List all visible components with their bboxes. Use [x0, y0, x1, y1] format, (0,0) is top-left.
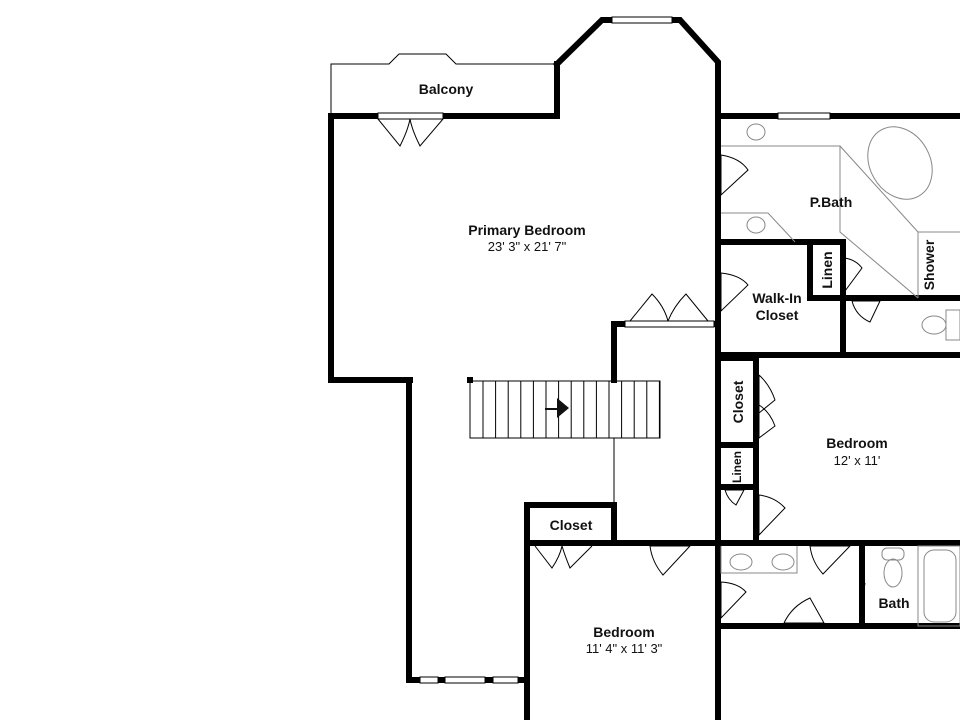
walls	[328, 17, 960, 720]
room-label-balcony: Balcony	[419, 81, 474, 97]
room-label-closet: Closet	[730, 380, 746, 423]
room-label-bath: Bath	[878, 595, 909, 611]
room-label-primary-bath: P.Bath	[810, 194, 853, 210]
window	[611, 16, 673, 24]
room-label-walk-in-closet-line2: Closet	[756, 307, 799, 323]
fixtures	[720, 123, 960, 627]
room-label-shower: Shower	[921, 239, 937, 290]
room-dimensions-primary-bedroom: 23' 3" x 21' 7"	[488, 239, 567, 254]
room-label-linen-primary: Linen	[819, 251, 835, 288]
room-label-bedroom-3: Bedroom	[593, 624, 654, 640]
door-frame	[624, 320, 715, 328]
staircase	[469, 380, 661, 505]
window	[777, 112, 831, 120]
room-label-walk-in-closet: Walk-In	[752, 290, 801, 306]
doors	[377, 118, 881, 624]
stair-direction-arrow-icon	[545, 398, 569, 418]
window	[444, 676, 486, 684]
room-label-hall-closet: Closet	[550, 517, 593, 533]
room-label-primary-bedroom: Primary Bedroom	[468, 222, 585, 238]
room-label-linen-hall: Linen	[730, 451, 744, 483]
window	[492, 676, 519, 684]
room-dimensions-bedroom-2: 12' x 11'	[834, 453, 881, 468]
balcony-railing	[330, 53, 557, 116]
window	[419, 676, 439, 684]
balcony-door-frame	[377, 112, 444, 120]
room-dimensions-bedroom-3: 11' 4" x 11' 3"	[586, 641, 663, 656]
room-label-bedroom-2: Bedroom	[826, 435, 887, 451]
